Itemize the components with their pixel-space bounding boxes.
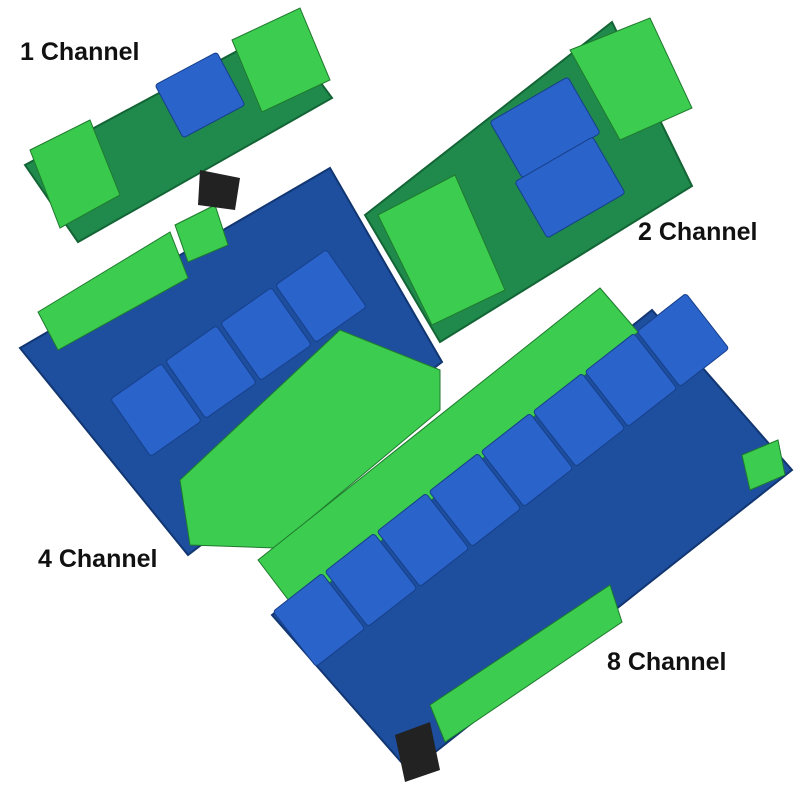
label-4-channel: 4 Channel <box>38 545 158 573</box>
label-8-channel: 8 Channel <box>607 648 727 676</box>
relay <box>429 454 521 546</box>
relay <box>273 574 365 666</box>
relay <box>221 288 311 380</box>
label-1-channel: 1 Channel <box>20 38 140 66</box>
relay <box>637 294 729 386</box>
board-1-channel <box>23 7 334 244</box>
relay <box>276 250 366 342</box>
relay <box>481 414 573 506</box>
relay <box>515 137 625 238</box>
board-2-channel <box>363 17 694 344</box>
label-2-channel: 2 Channel <box>638 218 758 246</box>
relay <box>155 52 245 138</box>
board-4-channel <box>18 166 444 557</box>
relay <box>377 494 469 586</box>
relay <box>111 364 201 456</box>
relay <box>166 326 256 418</box>
relay <box>533 374 625 466</box>
board-8-channel <box>257 287 794 782</box>
relay <box>585 334 677 426</box>
relay <box>325 534 417 626</box>
